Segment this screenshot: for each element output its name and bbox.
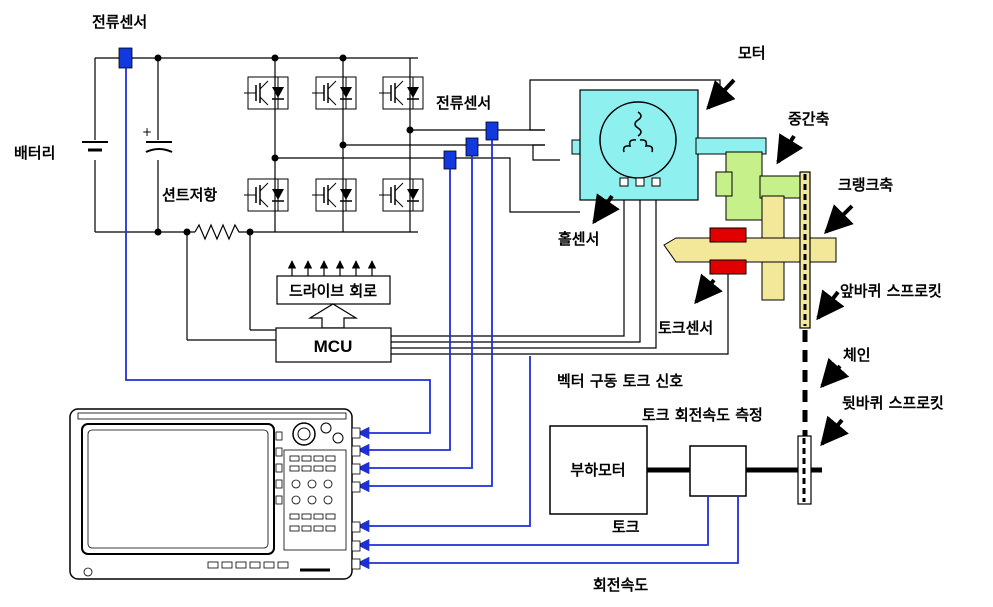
igbt-diode-icon (243, 76, 289, 110)
current-sensor-top (118, 47, 133, 69)
front-sprocket (799, 171, 811, 329)
power-circuit: + (82, 54, 545, 241)
label-torque-speed-measure: 토크 회전속도 측정 (642, 406, 763, 424)
measurement-wiring (125, 68, 739, 570)
load-motor (549, 425, 648, 515)
label-mcu: MCU (314, 337, 353, 356)
mcu-block (275, 327, 392, 363)
label-shunt-resistor: 션트저항 (162, 186, 217, 204)
label-motor: 모터 (738, 44, 766, 62)
label-battery: 배터리 (14, 144, 55, 162)
label-load-motor: 부하모터 (570, 461, 625, 479)
torque-meter (689, 445, 747, 497)
current-sensor-phase-c (443, 150, 457, 170)
label-rotation-speed: 회전속도 (593, 576, 648, 594)
rear-sprocket (797, 435, 812, 505)
label-front-sprocket: 앞바퀴 스프로킷 (840, 282, 942, 300)
label-vector-drive-signal: 벡터 구동 토크 신호 (557, 372, 683, 390)
label-crankshaft: 크랭크축 (838, 176, 893, 194)
label-torque-sensor: 토크센서 (658, 319, 713, 337)
label-rear-sprocket: 뒷바퀴 스프로킷 (842, 394, 944, 412)
label-chain: 체인 (843, 346, 871, 364)
igbt-diode-icon (243, 178, 289, 212)
label-torque: 토크 (612, 518, 640, 536)
igbt-diode-icon (311, 76, 357, 110)
svg-text:+: + (142, 125, 152, 139)
label-hall-sensor: 홀센서 (558, 230, 599, 248)
oscilloscope-icon (69, 408, 361, 580)
capacitor-symbol-icon: + (142, 125, 173, 153)
battery-symbol-icon (82, 141, 108, 152)
label-drive-circuit: 드라이브 회로 (289, 282, 377, 300)
igbt-diode-icon (378, 76, 424, 110)
drive-circuit-block (276, 260, 391, 329)
intermediate-shaft (715, 151, 803, 221)
igbt-diode-icon (311, 178, 357, 212)
label-intermediate-shaft: 중간축 (788, 110, 830, 128)
label-current-sensor-right: 전류센서 (436, 94, 491, 112)
current-sensor-phase-b (465, 137, 479, 157)
resistor-symbol-icon (194, 223, 243, 241)
label-current-sensor-top: 전류센서 (92, 13, 147, 31)
motor-coil-icon (622, 111, 654, 153)
igbt-diode-icon (378, 178, 424, 212)
crankshaft (663, 195, 837, 301)
current-sensor-phase-a (485, 121, 499, 141)
motor (500, 79, 767, 213)
